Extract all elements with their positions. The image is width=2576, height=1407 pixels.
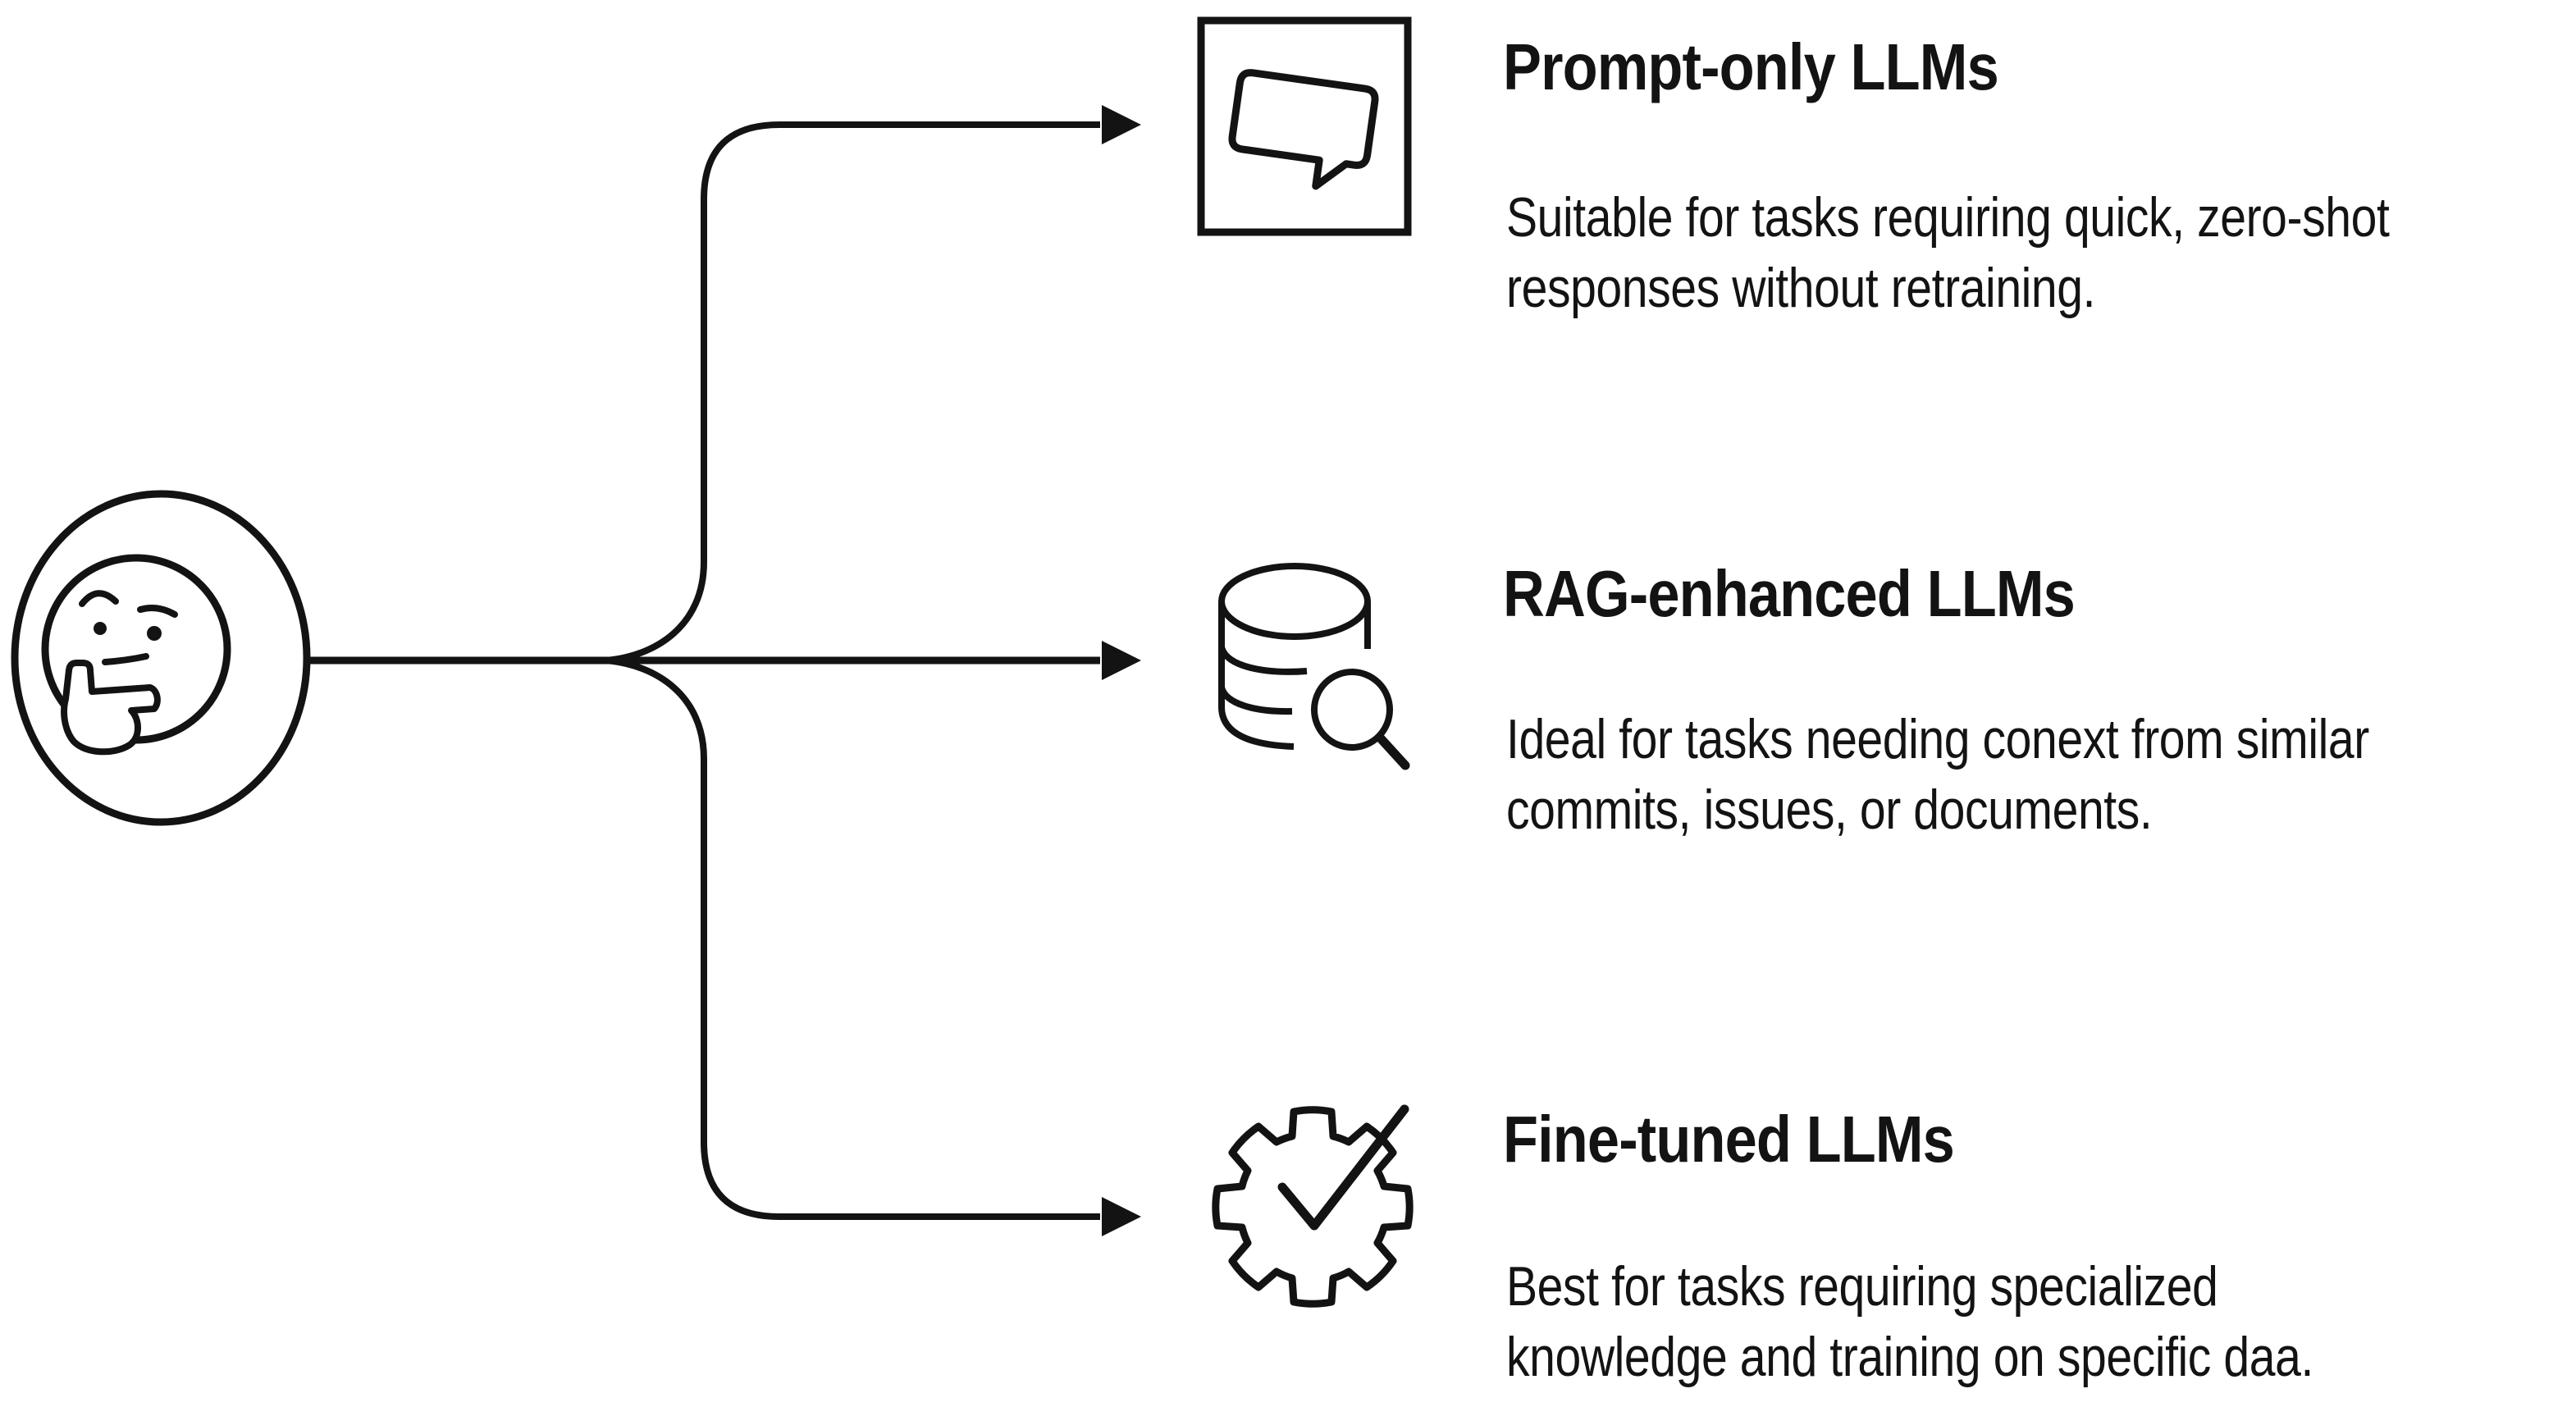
emoji-right-eye bbox=[147, 626, 162, 641]
arrowhead-bottom bbox=[1102, 1197, 1141, 1236]
magnifier-lens bbox=[1311, 669, 1393, 751]
emoji-hand bbox=[61, 660, 161, 756]
section-fine-tuned-title: Fine-tuned LLMs bbox=[1503, 1103, 1955, 1176]
body-line: Suitable for tasks requiring quick, zero… bbox=[1506, 186, 2390, 249]
speech-bubble-icon bbox=[1197, 16, 1412, 236]
database-top-ellipse bbox=[1218, 563, 1371, 640]
section-fine-tuned-body: Best for tasks requiring specialized kno… bbox=[1506, 1251, 2313, 1392]
emoji-left-eyebrow bbox=[79, 590, 119, 607]
flow-line-bottom bbox=[605, 657, 1100, 1220]
body-line: knowledge and training on specific daa. bbox=[1506, 1326, 2313, 1388]
database-left-wall bbox=[1218, 602, 1295, 750]
magnifier-handle bbox=[1375, 733, 1410, 770]
section-rag-enhanced-title: RAG-enhanced LLMs bbox=[1503, 557, 2076, 630]
database-disc-arc-1 bbox=[1218, 646, 1308, 675]
arrowhead-middle bbox=[1102, 641, 1141, 680]
emoji-mouth bbox=[102, 653, 149, 665]
gear-check-icon bbox=[1212, 1104, 1414, 1308]
arrowhead-top bbox=[1102, 105, 1141, 144]
section-rag-enhanced-body: Ideal for tasks needing conext from simi… bbox=[1506, 704, 2369, 845]
speech-bubble-shape bbox=[1228, 69, 1379, 190]
flow-line-top bbox=[605, 121, 1100, 664]
speech-bubble-frame bbox=[1197, 16, 1412, 236]
body-line: commits, issues, or documents. bbox=[1506, 779, 2153, 841]
database-search-icon bbox=[1218, 563, 1410, 770]
emoji-outer-circle bbox=[11, 490, 311, 826]
body-line: Ideal for tasks needing conext from simi… bbox=[1506, 708, 2369, 770]
body-line: responses without retraining. bbox=[1506, 257, 2096, 319]
emoji-left-eye bbox=[94, 622, 107, 635]
checkmark bbox=[1277, 1104, 1409, 1231]
thinking-face-icon bbox=[11, 490, 311, 826]
emoji-right-eyebrow bbox=[137, 605, 178, 618]
flow-lines bbox=[307, 105, 1141, 1236]
body-line: Best for tasks requiring specialized bbox=[1506, 1255, 2218, 1318]
database-disc-arc-2 bbox=[1218, 686, 1293, 715]
section-prompt-only-title: Prompt-only LLMs bbox=[1503, 30, 1999, 103]
section-prompt-only-body: Suitable for tasks requiring quick, zero… bbox=[1506, 182, 2390, 323]
